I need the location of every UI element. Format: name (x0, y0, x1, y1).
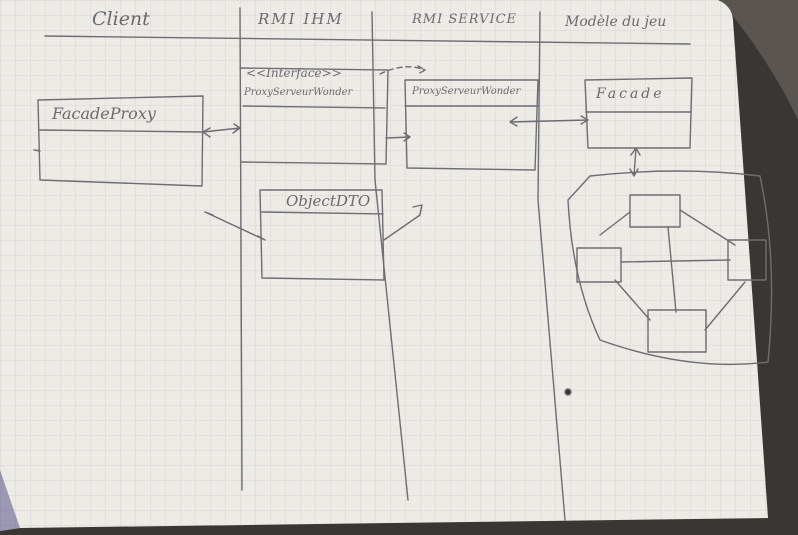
facade-box (584, 77, 693, 149)
arrow-interface-server (385, 132, 411, 142)
facade-proxy-divider (39, 129, 204, 133)
pen-dot (564, 388, 572, 396)
facade-proxy-box (37, 95, 204, 187)
page-edge-shadow (0, 470, 20, 531)
object-dto-divider (261, 211, 384, 215)
facade-label: Facade (596, 86, 665, 102)
model-diagonal-links (599, 209, 746, 331)
column-divider-2 (371, 11, 409, 501)
arrow-proxy-dto (204, 211, 266, 241)
interface-divider (242, 105, 386, 109)
model-horizontal-link (620, 259, 731, 263)
column-divider-3 (537, 11, 566, 521)
column-header-rmi-ihm: RMI IHM (258, 10, 344, 28)
column-header-rmi-service: RMI SERVICE (412, 12, 518, 27)
game-model-cluster (567, 170, 773, 366)
arrow-proxy-interface (202, 123, 241, 138)
object-dto-box (259, 189, 385, 281)
interface-box (239, 67, 389, 165)
model-box-top (629, 194, 681, 228)
header-underline (44, 35, 691, 45)
interface-proxy-label: ProxyServeurWonder (244, 87, 353, 98)
column-header-game-model: Modèle du jeu (565, 14, 667, 30)
arrow-server-facade (509, 115, 589, 127)
model-vertical-link (667, 226, 677, 313)
column-header-client: Client (92, 8, 150, 30)
arrow-dashed-implements (379, 65, 426, 75)
model-box-bottom (647, 309, 707, 353)
proxy-server-label: ProxyServeurWonder (412, 86, 521, 97)
interface-stereotype-label: <<Interface>> (246, 66, 342, 80)
arrow-facade-model (629, 147, 641, 177)
column-divider-1 (239, 7, 243, 491)
desk-corner (720, 0, 798, 120)
arrow-dto-service (383, 204, 423, 241)
facade-proxy-tick (33, 149, 41, 152)
facade-proxy-label: FacadeProxy (52, 104, 156, 123)
object-dto-label: ObjectDTO (286, 192, 371, 210)
model-box-left (576, 247, 622, 283)
